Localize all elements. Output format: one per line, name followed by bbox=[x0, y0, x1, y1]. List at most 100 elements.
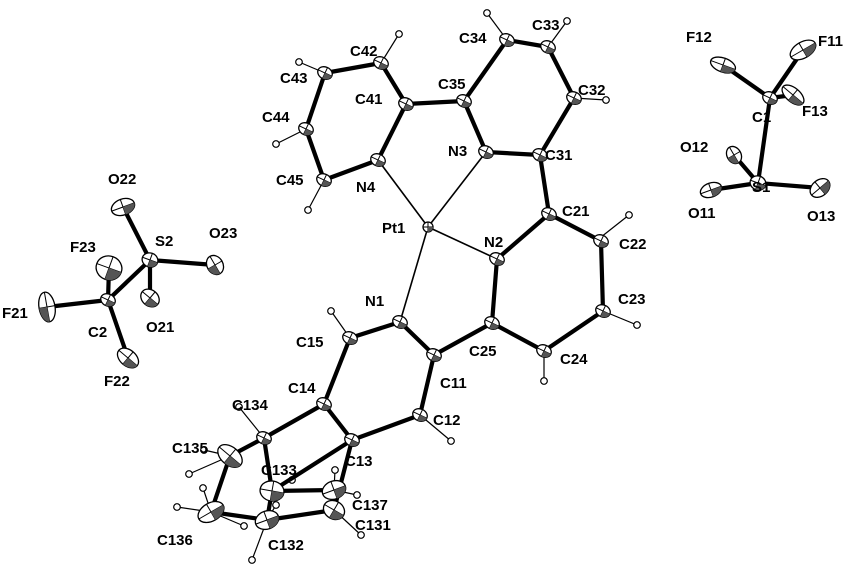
hydrogen-atom bbox=[248, 556, 256, 564]
hydrogen-atom bbox=[173, 503, 181, 511]
bond-c14-c15 bbox=[321, 335, 353, 407]
hydrogen-atom bbox=[199, 484, 207, 492]
atom-label-f12: F12 bbox=[686, 29, 712, 46]
bond-c24-c25 bbox=[489, 320, 547, 354]
atom-f23 bbox=[95, 255, 123, 281]
bond-s1-o13 bbox=[755, 180, 823, 191]
atom-label-c23: C23 bbox=[618, 291, 646, 308]
hydrogen-atom bbox=[540, 377, 548, 385]
atom-label-n2: N2 bbox=[484, 234, 503, 251]
atom-c35 bbox=[456, 94, 472, 108]
atom-c22 bbox=[593, 234, 609, 248]
atom-o23 bbox=[205, 254, 225, 276]
atom-c44 bbox=[298, 122, 314, 136]
atom-label-c133: C133 bbox=[261, 462, 297, 479]
atom-label-c2: C2 bbox=[88, 324, 107, 341]
atom-label-c12: C12 bbox=[433, 412, 461, 429]
bond-c2-f21 bbox=[44, 297, 111, 310]
atom-label-c41: C41 bbox=[355, 91, 383, 108]
atom-c11 bbox=[426, 348, 442, 362]
atom-o12 bbox=[725, 145, 743, 165]
hydrogen-atom bbox=[272, 140, 280, 148]
bond-c35-c41 bbox=[403, 98, 467, 107]
atom-label-c35: C35 bbox=[438, 76, 466, 93]
atom-o11 bbox=[699, 181, 723, 199]
atom-label-c132: C132 bbox=[268, 537, 304, 554]
atom-c1 bbox=[762, 91, 778, 105]
atom-c23 bbox=[595, 304, 611, 318]
atom-label-o13: O13 bbox=[807, 208, 835, 225]
hydrogen-atom bbox=[357, 531, 365, 539]
bond-c42-c41 bbox=[378, 60, 409, 107]
atom-label-c33: C33 bbox=[532, 17, 560, 34]
atom-label-f23: F23 bbox=[70, 239, 96, 256]
atom-c43 bbox=[317, 66, 333, 80]
atom-c45 bbox=[316, 173, 332, 187]
bond-pt1-n4 bbox=[377, 159, 429, 228]
bond-n2-c21 bbox=[494, 211, 552, 262]
atom-f22 bbox=[116, 347, 140, 369]
atom-c24 bbox=[536, 344, 552, 358]
atom-c132 bbox=[254, 509, 280, 531]
bond-c44-c43 bbox=[303, 70, 328, 132]
hydrogen-atom bbox=[602, 96, 610, 104]
hydrogen-atom bbox=[395, 30, 403, 38]
bond-pt1-n2 bbox=[427, 226, 498, 260]
atom-f21 bbox=[38, 291, 56, 323]
hydrogen-atom bbox=[633, 321, 641, 329]
bond-pt1-n1 bbox=[399, 226, 429, 323]
atom-label-o21: O21 bbox=[146, 319, 174, 336]
atom-n3 bbox=[478, 145, 494, 159]
hydrogen-atom bbox=[235, 403, 243, 411]
hydrogen-atom bbox=[200, 446, 208, 454]
bond-c43-c42 bbox=[322, 60, 384, 76]
hydrogen-atom bbox=[185, 470, 193, 478]
atom-label-s1: S1 bbox=[752, 179, 770, 196]
bond-n4-c45 bbox=[321, 157, 381, 183]
atom-s1 bbox=[749, 175, 767, 191]
bond-c13-c133 bbox=[269, 437, 355, 494]
atom-c131 bbox=[322, 499, 346, 521]
atom-label-c131: C131 bbox=[355, 517, 391, 534]
atom-n1 bbox=[392, 315, 408, 329]
atom-c31 bbox=[532, 148, 548, 162]
atom-label-c34: C34 bbox=[459, 30, 487, 47]
atom-c33 bbox=[540, 40, 556, 54]
atom-label-o22: O22 bbox=[108, 171, 136, 188]
hydrogen-atom bbox=[483, 9, 491, 17]
bond-c32-c31 bbox=[537, 95, 577, 158]
atom-label-c25: C25 bbox=[469, 343, 497, 360]
bond-c12-c13 bbox=[349, 412, 423, 443]
atom-c42 bbox=[373, 56, 389, 70]
bond-c33-c32 bbox=[545, 44, 577, 101]
hydrogen-atom bbox=[353, 491, 361, 499]
atom-label-c13: C13 bbox=[345, 453, 373, 470]
atom-label-f13: F13 bbox=[802, 103, 828, 120]
hydrogen-atom bbox=[447, 437, 455, 445]
atom-label-c11: C11 bbox=[440, 375, 467, 392]
atom-c34 bbox=[499, 33, 515, 47]
hydrogen-atom bbox=[240, 522, 248, 530]
bond-c31-n3 bbox=[483, 149, 543, 158]
atom-c136 bbox=[197, 500, 225, 524]
atom-label-o11: O11 bbox=[688, 205, 716, 222]
atom-label-n3: N3 bbox=[448, 143, 467, 160]
hydrogen-atom bbox=[625, 211, 633, 219]
atom-pt1 bbox=[422, 221, 434, 233]
atom-s2 bbox=[141, 252, 159, 268]
atom-label-f22: F22 bbox=[104, 373, 130, 390]
bond-c15-n1 bbox=[347, 319, 403, 341]
atom-c133 bbox=[259, 480, 285, 502]
atom-label-f11: F11 bbox=[818, 33, 843, 50]
bond-c22-c23 bbox=[598, 238, 606, 314]
atom-label-c14: C14 bbox=[288, 380, 316, 397]
hydrogen-atom bbox=[563, 17, 571, 25]
bond-s2-o22 bbox=[120, 204, 153, 263]
atom-c134 bbox=[256, 431, 272, 445]
atom-c15 bbox=[342, 331, 358, 345]
atom-label-c135: C135 bbox=[172, 440, 208, 457]
atom-n2 bbox=[489, 252, 505, 266]
bond-c21-c22 bbox=[546, 211, 604, 244]
bond-c21-c31 bbox=[537, 152, 552, 217]
